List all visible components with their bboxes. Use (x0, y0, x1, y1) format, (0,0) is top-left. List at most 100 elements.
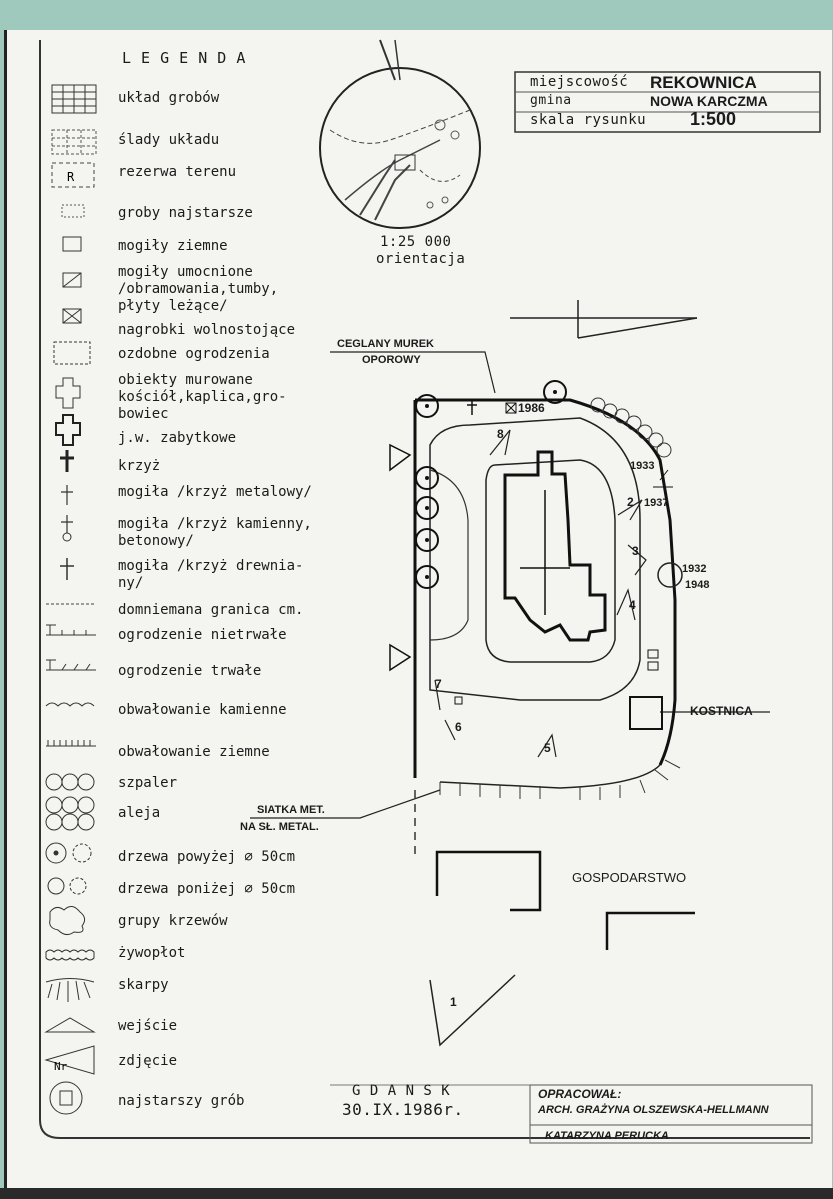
permanent-fence-icon (46, 659, 96, 671)
farm-building (435, 850, 542, 912)
photo-number: 4 (629, 598, 636, 612)
author-name: ARCH. GRAŻYNA OLSZEWSKA-HELLMANN (538, 1104, 769, 1116)
north-arrow-icon (510, 300, 698, 339)
legend-item-label: układ grobów (118, 90, 220, 106)
legend-item-label: drzewa poniżej ⌀ 50cm (118, 881, 296, 897)
cross-icon (467, 400, 477, 415)
slope-icon (45, 978, 95, 1002)
farm-label: GOSPODARSTWO (572, 870, 687, 885)
photo-number: 8 (497, 427, 504, 441)
temporary-fence-icon (46, 624, 96, 636)
legend-item-label: obwałowanie ziemne (118, 744, 270, 760)
reinforced-grave-icon (62, 272, 82, 288)
earth-embankment-icon (46, 740, 96, 747)
legend-item-label: mogiły umocnione /obramowania,tumby, pły… (118, 264, 279, 314)
scan-edge (0, 1188, 833, 1199)
photo-icon: Nr (44, 1045, 95, 1075)
photo-number: 6 (455, 720, 462, 734)
photo-marker-1 (429, 974, 516, 1047)
drawing-border (39, 40, 810, 1139)
legend-item-label: obiekty murowane kościół,kaplica,gro- bo… (118, 372, 287, 422)
legend-title: L E G E N D A (122, 49, 246, 67)
place-value: REKOWNICA (650, 73, 757, 92)
tree-centres (425, 390, 557, 579)
church-building (503, 450, 607, 642)
tombstone (647, 661, 659, 671)
orientation-scale: 1:25 000 (380, 234, 452, 250)
legend-item-label: mogiła /krzyż kamienny, betonowy/ (118, 516, 312, 549)
orientation-label: orientacja (376, 251, 466, 267)
legend-item-label: ślady układu (118, 132, 220, 148)
year-label: 1933 (630, 460, 655, 472)
legend-item-label: żywopłot (118, 945, 186, 961)
tree-1932 (657, 562, 683, 588)
wall-label: CEGLANY MUREK (337, 338, 434, 350)
svg-text:R: R (67, 170, 75, 184)
legend-item-label: j.w. zabytkowe (118, 430, 237, 446)
year-label: 1932 (682, 563, 707, 575)
photo-number: 5 (544, 741, 551, 755)
hedge-icon (45, 949, 95, 961)
stone-cross-icon (61, 515, 73, 542)
wall-leader (330, 351, 496, 394)
photo-number: 1 (450, 995, 457, 1009)
legend-item-label: ogrodzenie trwałe (118, 663, 262, 679)
tombstone (647, 649, 659, 659)
legend-item-label: ogrodzenie nietrwałe (118, 627, 287, 643)
legend-item-label: krzyż (118, 458, 161, 474)
entrance-icon (389, 443, 412, 472)
tombstone (454, 696, 463, 705)
land-reserve-icon: R (51, 162, 95, 188)
legend-item-label: szpaler (118, 775, 178, 791)
author-box (529, 1084, 813, 1144)
tree-row-west (415, 394, 439, 589)
farm-building (605, 911, 695, 950)
mortuary-building (629, 696, 663, 730)
photo-number: 2 (627, 495, 634, 509)
grave-grid-icon (51, 84, 97, 114)
legend-item-label: grupy krzewów (118, 913, 228, 929)
entrance-icon (389, 643, 412, 672)
year-label: 1986 (518, 401, 545, 415)
legend-item-label: nagrobki wolnostojące (118, 322, 296, 338)
cross-icon (60, 450, 74, 472)
large-tree (543, 380, 567, 404)
svg-text:Nr: Nr (54, 1060, 68, 1073)
outer-path (429, 417, 641, 701)
legend-item-label: drzewa powyżej ⌀ 50cm (118, 849, 296, 865)
entrance-icon (44, 1017, 96, 1033)
legend-item-label: domniemana granica cm. (118, 602, 304, 618)
earth-grave-icon (62, 236, 82, 252)
tree-row-icon (45, 773, 95, 791)
small-trees-icon (47, 877, 87, 895)
legend-item-label: groby najstarsze (118, 205, 253, 221)
photo-number: 3 (632, 544, 639, 558)
avenue-icon (45, 796, 95, 831)
fence-label: SIATKA MET. (257, 804, 325, 816)
photo-markers (434, 429, 647, 758)
footer-date: 30.IX.1986r. (342, 1100, 464, 1119)
gmina-value: NOWA KARCZMA (650, 93, 768, 109)
year-label: 1937 (644, 497, 669, 509)
historic-building-icon (55, 414, 81, 446)
wall-label: OPOROWY (362, 354, 421, 366)
legend-item-label: ozdobne ogrodzenia (118, 346, 270, 362)
fence-leader (250, 789, 441, 819)
legend-item-label: zdjęcie (118, 1053, 178, 1069)
scale-value: 1:500 (690, 109, 737, 129)
legend-item-label: mogiła /krzyż drewnia- ny/ (118, 558, 304, 591)
decorative-fence-icon (53, 341, 91, 365)
author-name: KATARZYNA PERUCKA (545, 1130, 669, 1142)
freestanding-tombstone-icon (62, 308, 82, 324)
legend-item-label: wejście (118, 1018, 178, 1034)
inner-path (485, 459, 616, 663)
stone-embankment-icon (45, 702, 95, 707)
side-path (429, 469, 469, 641)
tombstone-1986 (505, 402, 517, 414)
legend-item-label: obwałowanie kamienne (118, 702, 287, 718)
legend-item-label: mogiła /krzyż metalowy/ (118, 484, 312, 500)
oldest-graves-icon (61, 204, 85, 218)
orientation-map (319, 39, 481, 229)
